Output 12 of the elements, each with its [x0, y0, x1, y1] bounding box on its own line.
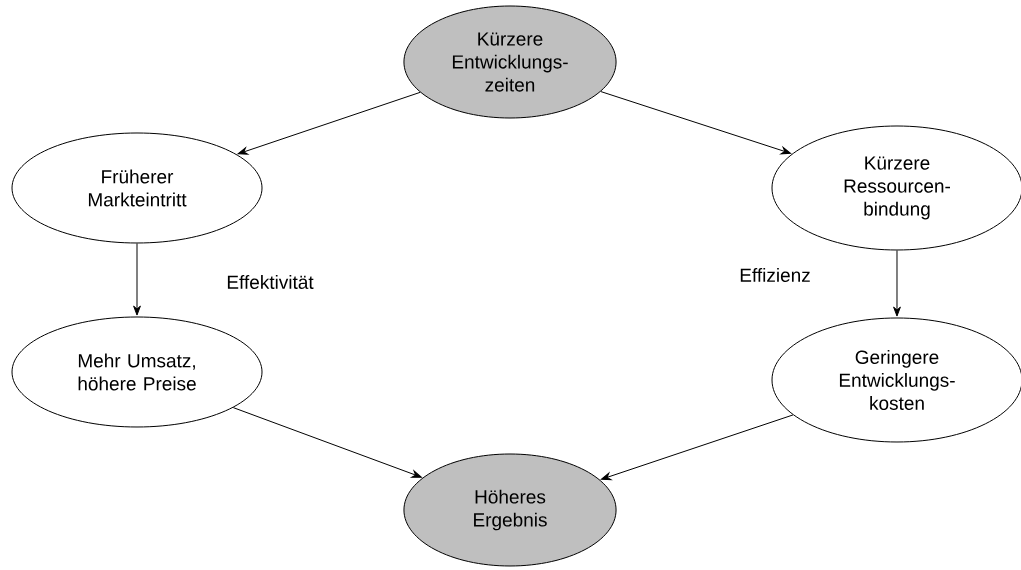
arrow — [237, 91, 421, 155]
arrow — [232, 407, 422, 478]
arrow — [893, 250, 901, 317]
arrow — [600, 414, 794, 481]
side-label: Effizienz — [740, 268, 810, 282]
ellipse-node: Höheres Ergebnis — [403, 453, 617, 567]
arrow — [600, 91, 792, 155]
arrow — [133, 243, 141, 316]
side-label: Effektivität — [227, 275, 314, 289]
ellipse-node: Früherer Markteintritt — [11, 132, 263, 244]
ellipse-node: Mehr Umsatz, höhere Preise — [11, 316, 263, 428]
ellipse-node: Kürzere Entwicklungs- zeiten — [403, 5, 617, 119]
